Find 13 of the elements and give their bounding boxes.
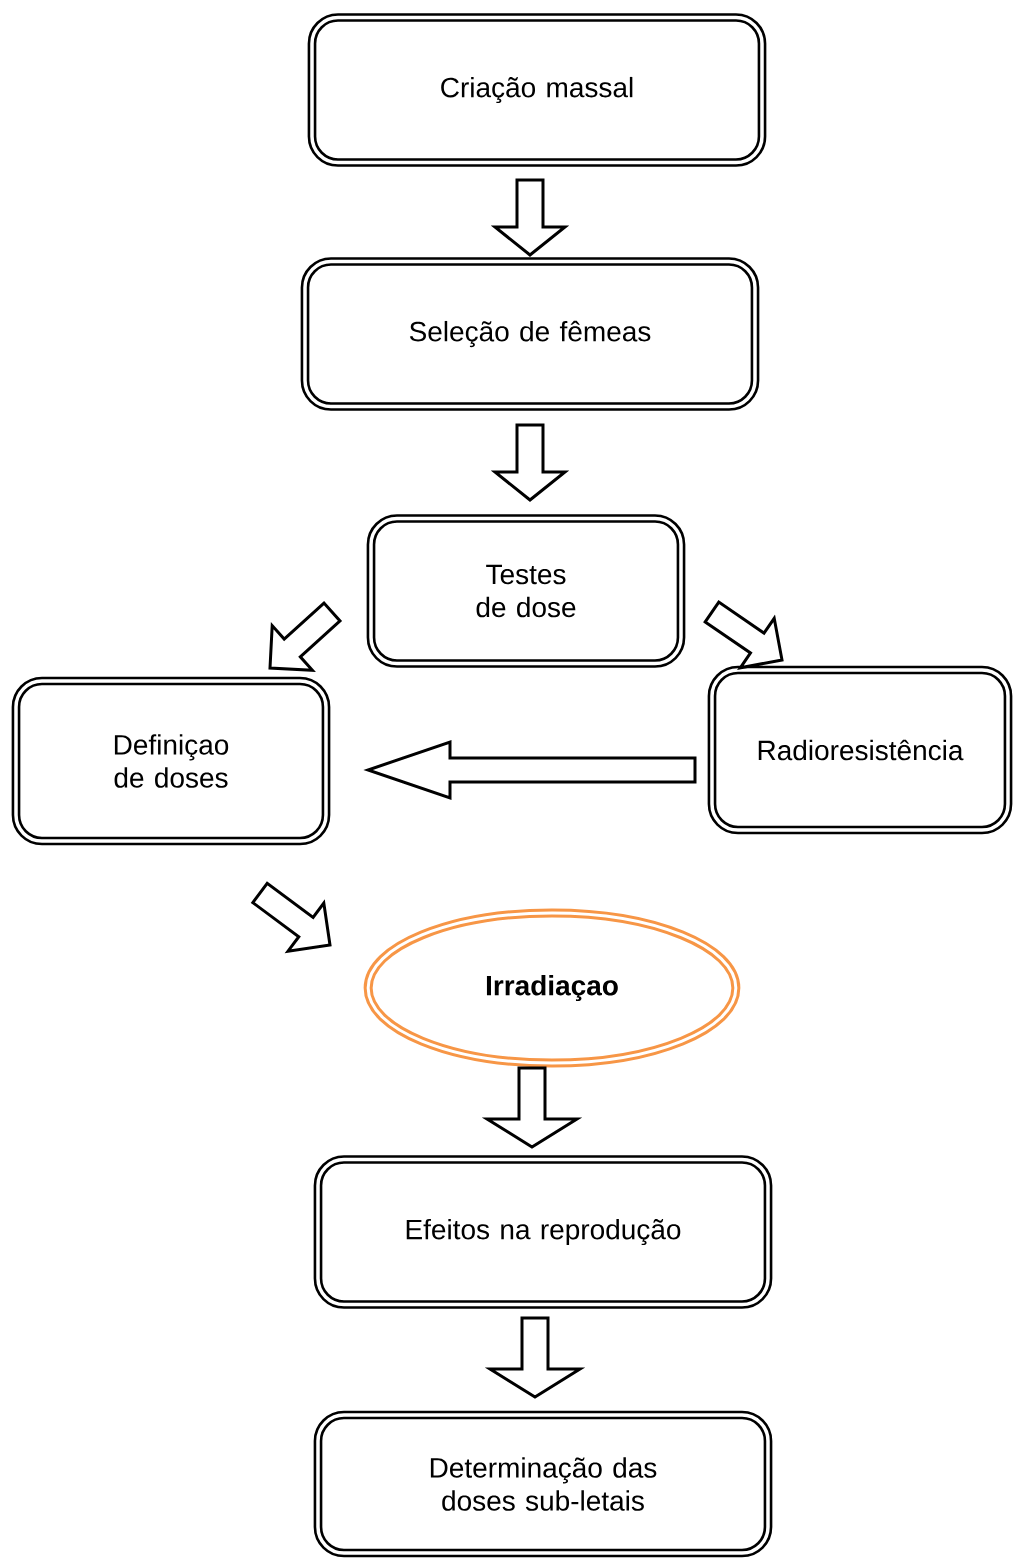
block-arrow [490,423,570,502]
process-box: Efeitos na reprodução [313,1155,773,1309]
process-box: Testes de dose [366,514,686,668]
block-arrow [490,178,570,257]
block-arrow [363,739,697,801]
process-box: Determinação das doses sub-letais [313,1410,773,1558]
process-box: Definiçao de doses [11,676,331,846]
process-box: Seleção de fêmeas [300,257,760,411]
process-box: Radioresistência [707,665,1013,835]
block-arrow [481,1066,583,1149]
block-arrow [703,600,784,670]
process-box: Criação massal [307,13,767,167]
block-arrow [484,1316,586,1399]
